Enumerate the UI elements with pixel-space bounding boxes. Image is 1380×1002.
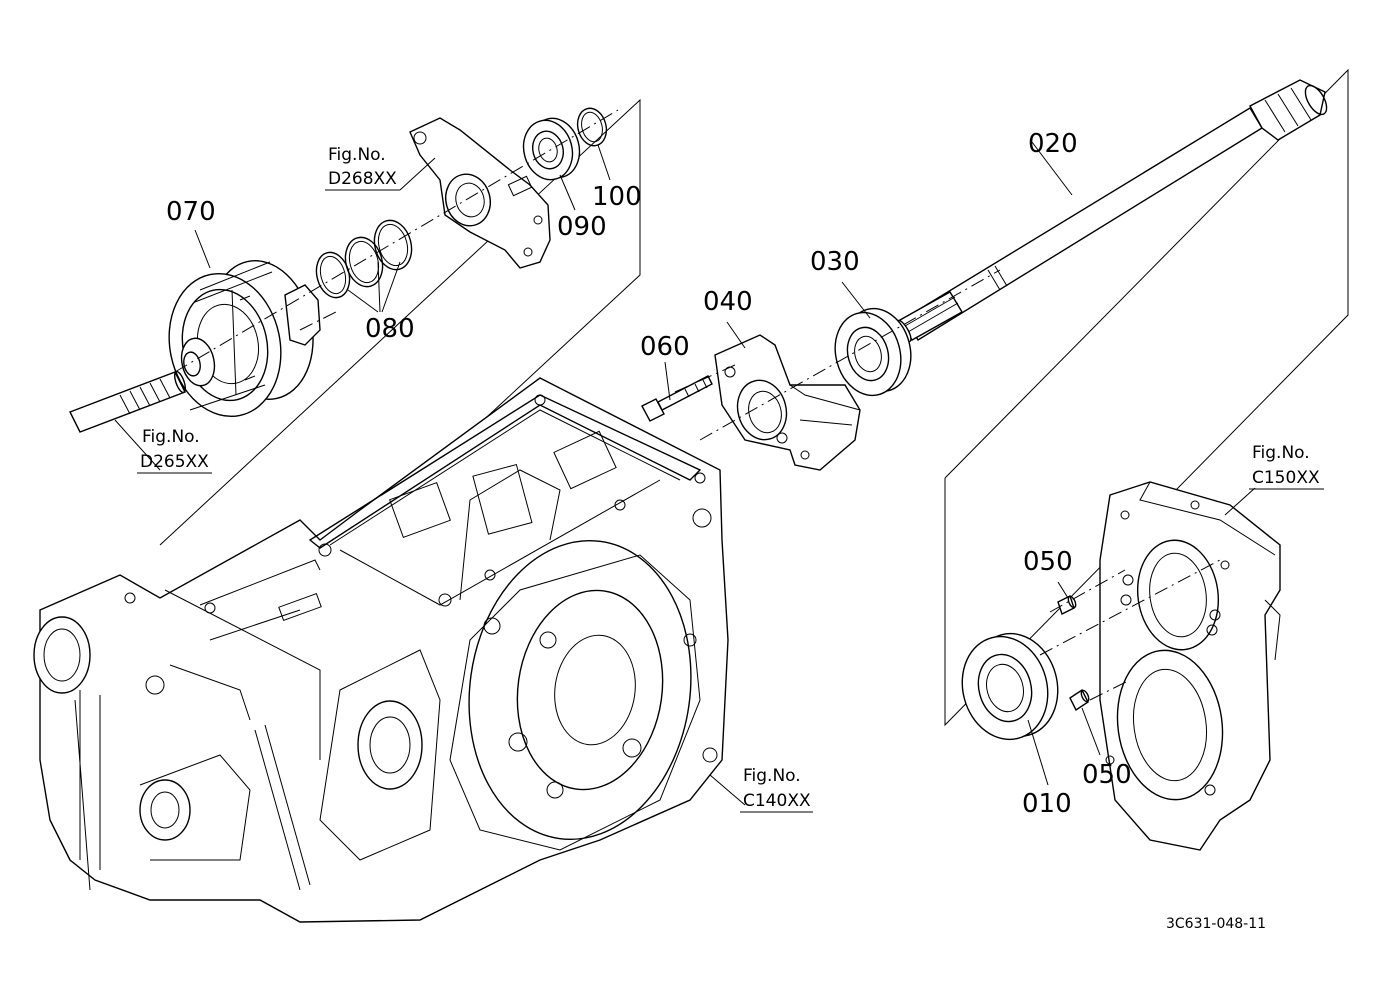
label-060: 060 — [640, 332, 690, 362]
part-020-shaft — [896, 79, 1328, 343]
fig-ref-c140-title: Fig.No. — [743, 766, 801, 786]
drawing-code: 3C631-048-11 — [1166, 916, 1266, 932]
part-010-bearing — [961, 632, 1059, 741]
label-040: 040 — [703, 287, 753, 317]
label-080: 080 — [365, 314, 415, 344]
transmission-case — [33, 377, 729, 923]
fig-ref-d265-title: Fig.No. — [142, 427, 200, 447]
frame-right — [944, 68, 1349, 727]
label-010: 010 — [1022, 789, 1072, 819]
fig-ref-d268: Fig.No. D268XX — [325, 145, 400, 191]
fork-arm-d268 — [409, 117, 551, 269]
fig-ref-c140-code: C140XX — [743, 791, 811, 811]
label-070: 070 — [166, 197, 216, 227]
part-060-bolt — [641, 375, 713, 422]
part-090-bearing — [522, 117, 581, 181]
part-050-pin-upper — [1057, 595, 1077, 615]
centerlines — [174, 109, 1221, 701]
part-080-o-rings — [315, 219, 413, 299]
fig-ref-d268-code: D268XX — [328, 169, 397, 189]
housing-cover — [1099, 481, 1281, 851]
part-030-bearing — [834, 307, 912, 397]
fig-ref-d268-title: Fig.No. — [328, 145, 386, 165]
fig-ref-c150-code: C150XX — [1252, 468, 1320, 488]
fig-ref-c150: Fig.No. C150XX — [1249, 443, 1324, 490]
label-100: 100 — [592, 182, 642, 212]
label-050-upper: 050 — [1023, 547, 1073, 577]
fig-ref-d265: Fig.No. D265XX — [137, 427, 212, 474]
fig-ref-c140: Fig.No. C140XX — [740, 766, 813, 813]
label-050-lower: 050 — [1082, 760, 1132, 790]
part-070-assembly — [168, 260, 321, 418]
fig-ref-d265-code: D265XX — [140, 452, 209, 472]
label-090: 090 — [557, 212, 607, 242]
part-050-pin-lower — [1069, 688, 1090, 712]
label-030: 030 — [810, 247, 860, 277]
splined-shaft-d265 — [69, 370, 187, 433]
part-labels: 010 020 030 040 050 050 060 070 080 090 … — [166, 129, 1132, 819]
part-100-snap-ring — [576, 107, 608, 147]
part-040-bracket — [714, 334, 861, 471]
leader-lines — [114, 141, 1256, 806]
fig-ref-c150-title: Fig.No. — [1252, 443, 1310, 463]
label-020: 020 — [1028, 129, 1078, 159]
